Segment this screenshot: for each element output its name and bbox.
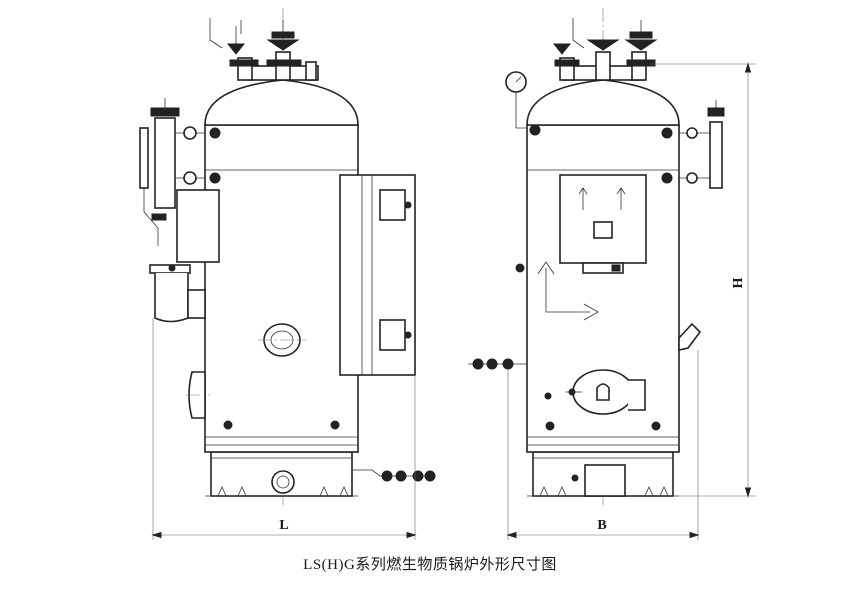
height-dimension: H xyxy=(650,62,756,498)
side-water-level-gauge xyxy=(661,100,725,189)
length-dimension: L xyxy=(151,318,417,540)
front-feeder-box xyxy=(149,189,220,323)
front-view: L xyxy=(139,8,436,540)
front-control-cabinet xyxy=(339,174,416,376)
front-drain-valves xyxy=(223,420,340,430)
figure-caption: LS(H)G系列燃生物质锅炉外形尺寸图 xyxy=(303,557,557,573)
front-water-level-gauge xyxy=(139,98,221,246)
width-dimension: B xyxy=(506,350,700,540)
side-inlet-valves xyxy=(468,358,527,370)
side-view: B H xyxy=(468,8,756,540)
side-inspection-door xyxy=(544,369,661,431)
length-label: L xyxy=(279,518,288,533)
front-outlet-valves xyxy=(352,469,436,482)
side-pressure-gauge xyxy=(505,71,541,136)
width-label: B xyxy=(597,518,606,533)
side-top-fittings xyxy=(552,18,658,81)
side-outlet-pipe xyxy=(678,322,702,351)
front-base-skirt xyxy=(205,451,358,497)
front-sight-port xyxy=(258,323,306,357)
side-control-panel xyxy=(515,174,647,321)
front-main-shell xyxy=(204,79,359,453)
height-label: H xyxy=(731,277,746,288)
front-top-fittings xyxy=(209,18,319,81)
front-side-handhole xyxy=(186,371,210,419)
side-base-skirt xyxy=(527,451,679,497)
